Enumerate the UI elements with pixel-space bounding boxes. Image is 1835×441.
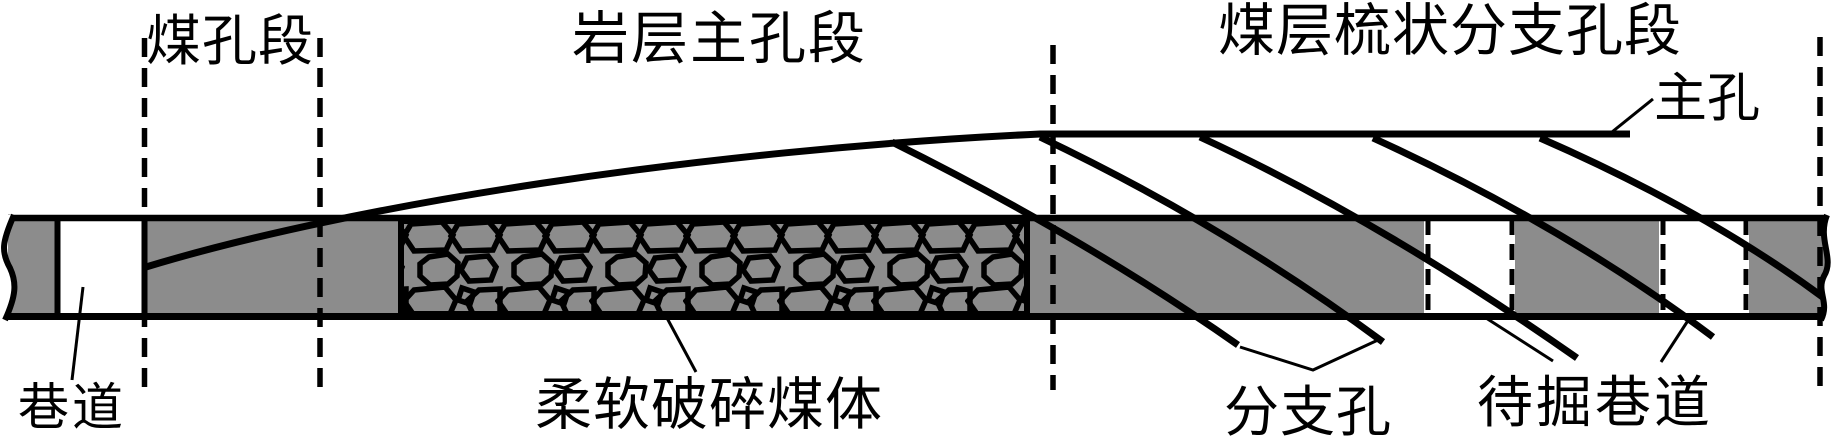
branch-hole-4 xyxy=(1371,134,1716,340)
branch-hole-5 xyxy=(1538,134,1827,301)
soft-coal-leader xyxy=(665,317,698,373)
left-break-line xyxy=(1,213,18,322)
callout-roadway: 巷道 xyxy=(18,381,127,437)
main-hole-line xyxy=(144,130,1630,271)
right-break-line xyxy=(1818,213,1831,322)
section-label-comb-branch: 煤层梳状分支孔段 xyxy=(1218,0,1682,63)
callout-roadway-to-be-excavated: 待掘巷道 xyxy=(1477,373,1713,435)
branch-hole-3 xyxy=(1198,133,1580,361)
section-label-coal-hole: 煤孔段 xyxy=(146,11,315,72)
future-roadway-leader-1 xyxy=(1485,316,1554,363)
callout-main-hole: 主孔 xyxy=(1654,70,1760,128)
section-label-rock-main-hole: 岩层主孔段 xyxy=(572,8,867,71)
branch-hole-2 xyxy=(1038,133,1386,345)
roadway-leader xyxy=(70,286,85,381)
callout-branch-holes: 分支孔 xyxy=(1224,382,1393,441)
branch-holes-leader xyxy=(1239,338,1379,372)
callout-soft-crushed-coal: 柔软破碎煤体 xyxy=(535,374,883,437)
roadway-gap xyxy=(60,221,142,314)
main-hole-leader xyxy=(1611,97,1654,134)
future-roadway-leader-2 xyxy=(1659,318,1691,363)
crushed-coal-block xyxy=(398,218,1030,317)
